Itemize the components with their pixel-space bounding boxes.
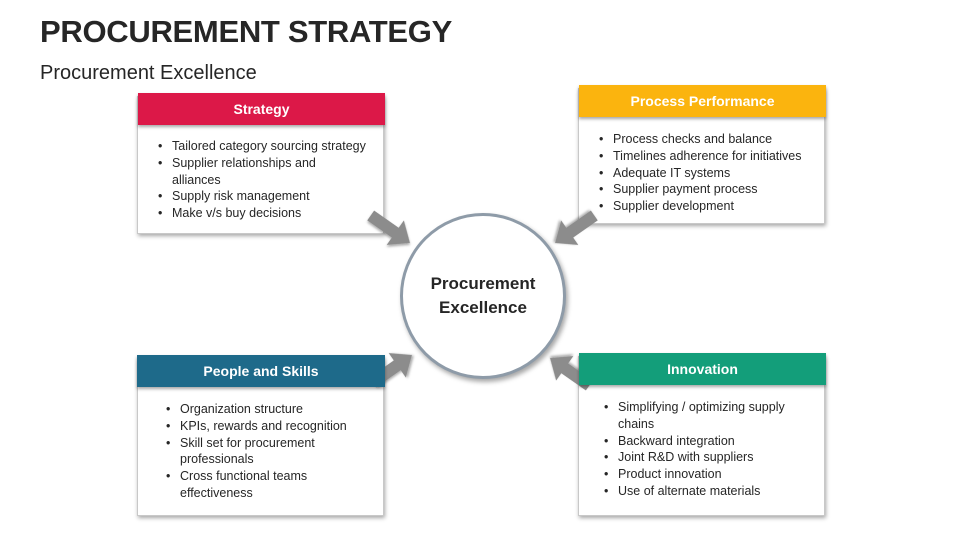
center-label-line1: Procurement xyxy=(430,274,536,293)
people-and-skills-heading: People and Skills xyxy=(203,363,319,379)
strategy-heading: Strategy xyxy=(233,101,290,117)
process-performance-heading: Process Performance xyxy=(630,93,775,109)
people-and-skills-list: Organization structure KPIs, rewards and… xyxy=(166,401,358,502)
list-item: Make v/s buy decisions xyxy=(158,205,380,222)
arrow-icon xyxy=(367,210,410,245)
list-item: Supplier relationships and alliances xyxy=(158,155,328,189)
center-label-line2: Excellence xyxy=(439,298,527,317)
list-item: Backward integration xyxy=(604,433,804,450)
strategy-card: Strategy Tailored category sourcing stra… xyxy=(137,93,385,234)
process-performance-header: Process Performance xyxy=(579,85,826,117)
list-item: Supplier development xyxy=(599,198,821,215)
list-item: Organization structure xyxy=(166,401,358,418)
strategy-list: Tailored category sourcing strategy Supp… xyxy=(158,138,380,222)
list-item: Tailored category sourcing strategy xyxy=(158,138,380,155)
process-performance-card: Process Performance Process checks and b… xyxy=(578,85,826,224)
list-item: Adequate IT systems xyxy=(599,165,821,182)
list-item: Product innovation xyxy=(604,466,804,483)
center-circle: Procurement Excellence xyxy=(400,213,566,379)
innovation-header: Innovation xyxy=(579,353,826,385)
page-subtitle: Procurement Excellence xyxy=(40,62,257,84)
innovation-heading: Innovation xyxy=(667,361,738,377)
people-and-skills-header: People and Skills xyxy=(137,355,385,387)
list-item: Skill set for procurement professionals xyxy=(166,435,341,469)
strategy-header: Strategy xyxy=(138,93,385,125)
process-performance-list: Process checks and balance Timelines adh… xyxy=(599,131,821,215)
page-title: PROCUREMENT STRATEGY xyxy=(40,14,452,49)
list-item: Process checks and balance xyxy=(599,131,821,148)
innovation-list: Simplifying / optimizing supply chains B… xyxy=(604,399,804,500)
list-item: Joint R&D with suppliers xyxy=(604,449,804,466)
innovation-card: Innovation Simplifying / optimizing supp… xyxy=(578,353,826,516)
list-item: Timelines adherence for initiatives xyxy=(599,148,821,165)
list-item: Simplifying / optimizing supply chains xyxy=(604,399,804,433)
list-item: Cross functional teams effectiveness xyxy=(166,468,326,502)
list-item: Supply risk management xyxy=(158,188,380,205)
list-item: Use of alternate materials xyxy=(604,483,804,500)
people-and-skills-card: People and Skills Organization structure… xyxy=(137,355,385,516)
list-item: Supplier payment process xyxy=(599,181,821,198)
list-item: KPIs, rewards and recognition xyxy=(166,418,358,435)
arrow-icon xyxy=(555,210,598,245)
